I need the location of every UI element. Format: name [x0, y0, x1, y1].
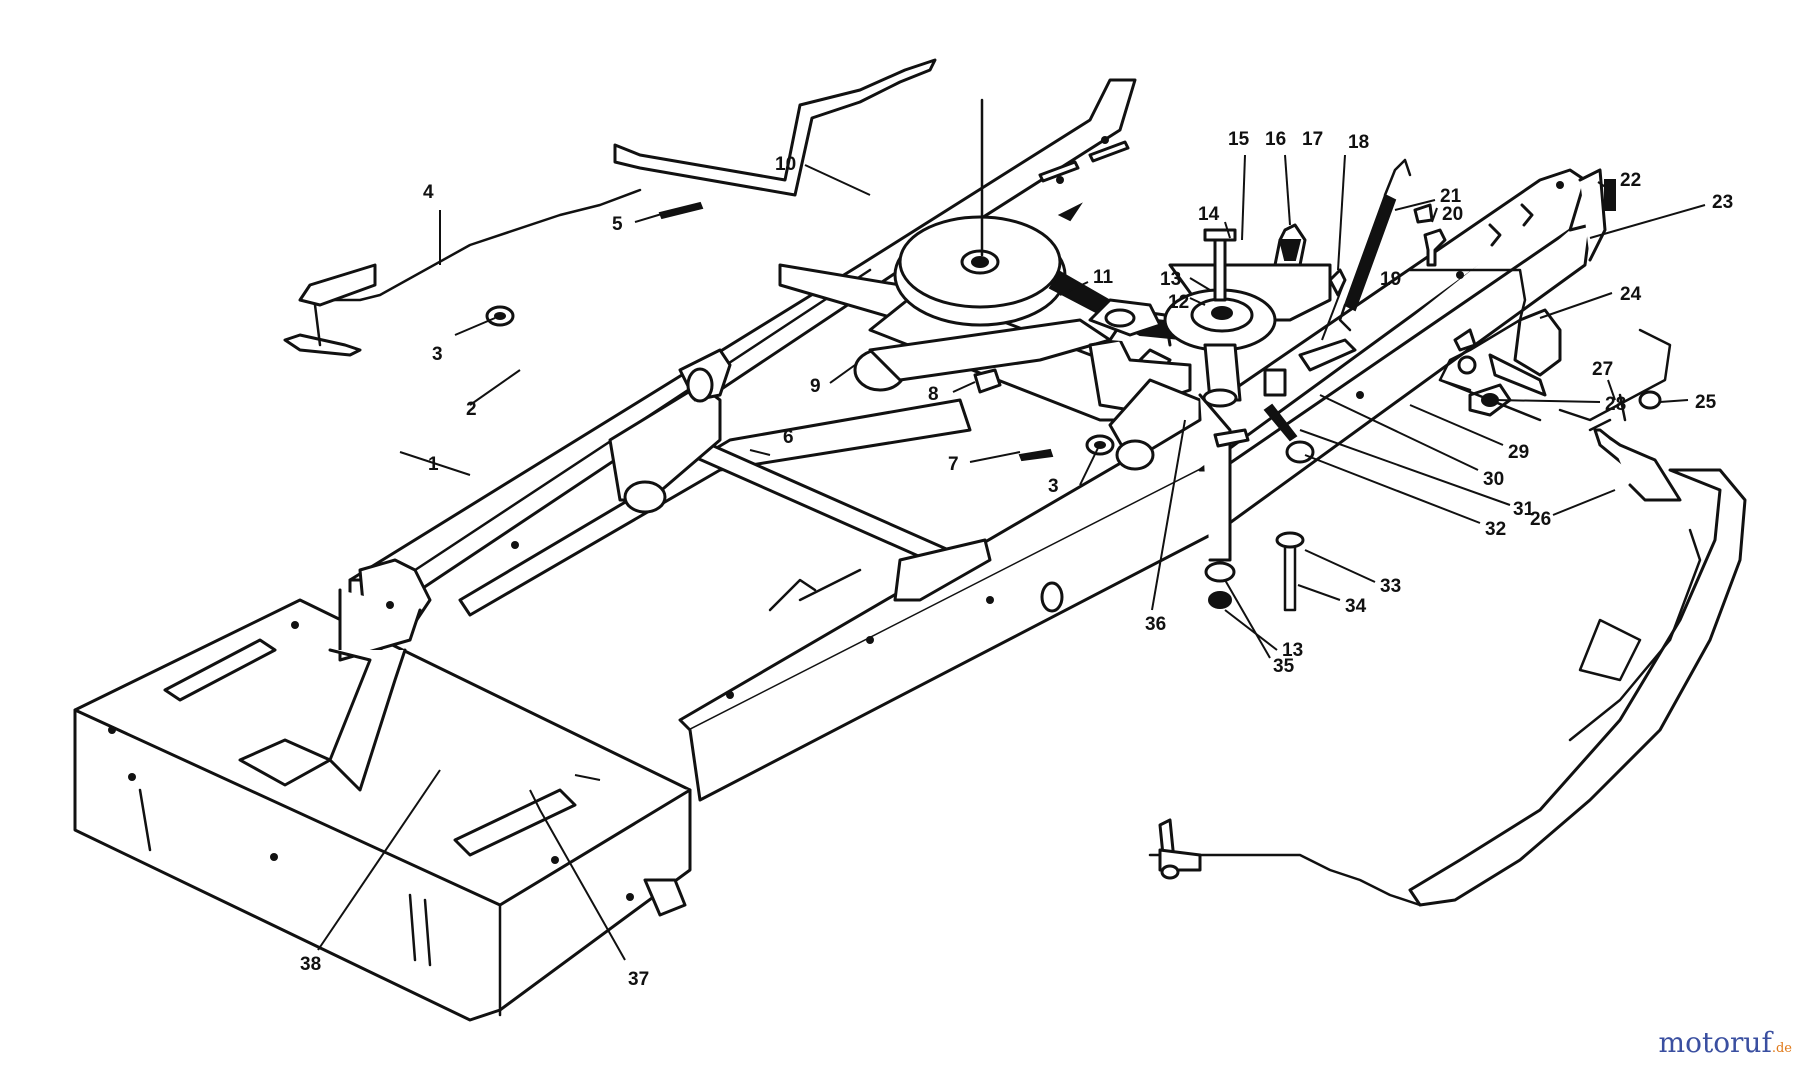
- callout-3: 3: [432, 344, 443, 365]
- callout-2: 2: [466, 399, 477, 420]
- callout-9: 9: [810, 376, 821, 397]
- callout-32: 32: [1485, 519, 1506, 540]
- callout-17: 17: [1302, 129, 1323, 150]
- callout-23: 23: [1712, 192, 1733, 213]
- spring-assembly: [1263, 158, 1616, 442]
- front-hitch-box: [73, 598, 692, 1022]
- bracket-assembly: [1408, 268, 1672, 422]
- callout-labels: 1 2 3 3 4 5 6 7 8 9 10 11 12 13 13 14 15…: [300, 129, 1733, 990]
- callout-5: 5: [612, 214, 623, 235]
- right-frame-channel: [678, 168, 1607, 802]
- callout-13: 13: [1282, 640, 1303, 661]
- callout-1: 1: [428, 454, 439, 475]
- callout-15: 15: [1228, 129, 1250, 150]
- callout-29: 29: [1508, 442, 1529, 463]
- callout-20: 20: [1442, 204, 1463, 225]
- callout-11: 11: [1093, 267, 1114, 288]
- callout-16: 16: [1265, 129, 1286, 150]
- brand-logo: motoruf.de: [1659, 1026, 1792, 1059]
- callout-24: 24: [1620, 284, 1642, 305]
- callout-12: 12: [1168, 292, 1189, 313]
- callout-4: 4: [423, 182, 434, 203]
- callout-38: 38: [300, 954, 321, 975]
- idler-arm: [778, 263, 1232, 562]
- lift-rod-left: [283, 58, 937, 357]
- callout-26: 26: [1530, 509, 1551, 530]
- callout-35: 35: [1273, 656, 1295, 677]
- callout-34: 34: [1345, 596, 1367, 617]
- leader-lines: [317, 154, 1706, 961]
- callout-27: 27: [1592, 359, 1613, 380]
- brand-name: motoruf: [1658, 1026, 1772, 1059]
- callout-30: 30: [1483, 469, 1504, 490]
- callout-31: 31: [1513, 499, 1535, 520]
- callout-21: 21: [1440, 186, 1462, 207]
- callout-6: 6: [783, 427, 794, 448]
- brand-suffix: .de: [1771, 1041, 1792, 1056]
- callout-8: 8: [928, 384, 939, 405]
- callout-10: 10: [775, 154, 796, 175]
- callout-3: 3: [1048, 476, 1059, 497]
- callout-13: 13: [1160, 269, 1181, 290]
- lift-rod-right: [1148, 418, 1747, 907]
- callout-18: 18: [1348, 132, 1369, 153]
- callout-22: 22: [1620, 170, 1641, 191]
- callout-25: 25: [1695, 392, 1717, 413]
- callout-33: 33: [1380, 576, 1401, 597]
- main-pulley: [893, 98, 1241, 347]
- callout-7: 7: [948, 454, 959, 475]
- callout-36: 36: [1145, 614, 1166, 635]
- small-hardware: [485, 201, 1662, 612]
- callout-28: 28: [1605, 394, 1626, 415]
- callout-19: 19: [1380, 269, 1401, 290]
- cross-tube-assembly: [608, 348, 992, 612]
- callout-14: 14: [1198, 204, 1220, 225]
- callout-37: 37: [628, 969, 649, 990]
- idler-pulley: [1163, 223, 1332, 408]
